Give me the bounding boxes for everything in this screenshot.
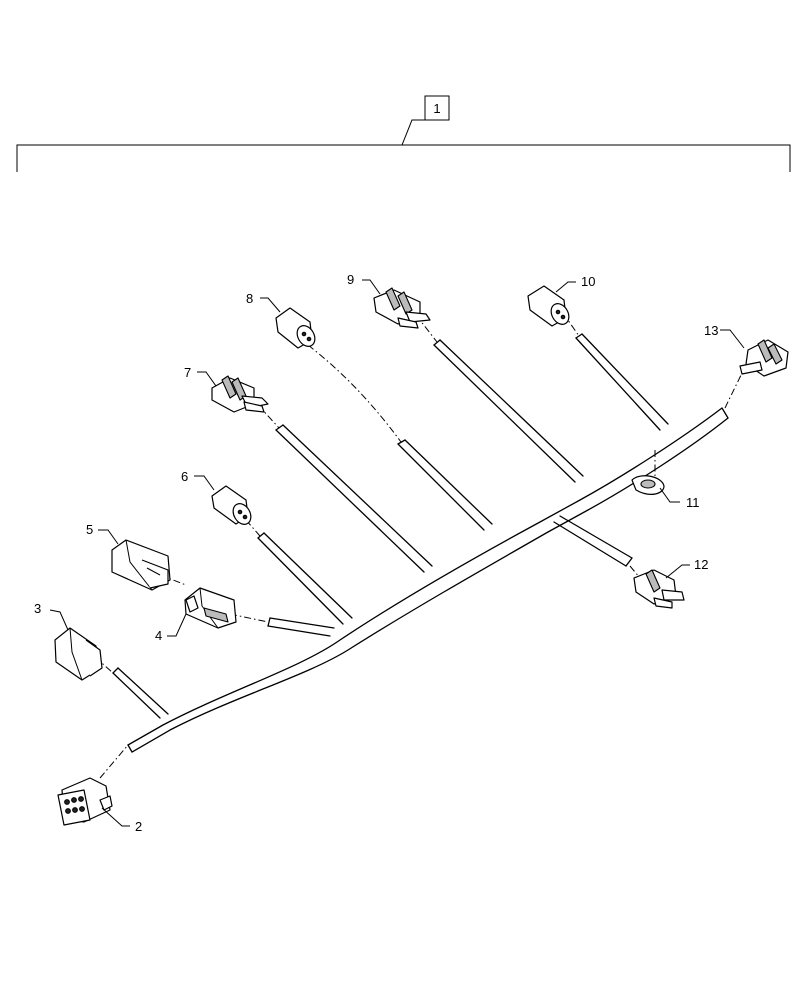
callout-2: 2 (135, 819, 142, 834)
callout-3: 3 (34, 601, 41, 616)
connector-4 (184, 587, 237, 629)
assembly-callout-label: 1 (433, 101, 440, 116)
connector-3 (54, 627, 103, 681)
connector-8 (275, 307, 316, 349)
callout-10: 10 (581, 274, 595, 289)
callout-9: 9 (347, 272, 354, 287)
connector-2 (57, 777, 113, 826)
callout-8: 8 (246, 291, 253, 306)
callout-5: 5 (86, 522, 93, 537)
assembly-lines (94, 312, 743, 779)
clip-11 (631, 475, 665, 495)
connector-5 (111, 539, 171, 591)
connector-13 (739, 339, 789, 377)
callout-13: 13 (704, 323, 718, 338)
connector-12 (633, 569, 685, 609)
connector-9 (373, 287, 431, 329)
callout-leaders (49, 279, 745, 827)
callout-7: 7 (184, 365, 191, 380)
connector-6 (211, 485, 252, 525)
assembly-callout-box (424, 95, 450, 121)
connector-10 (527, 285, 570, 327)
assembly-bracket: 1 (16, 95, 791, 172)
callout-12: 12 (694, 557, 708, 572)
callout-6: 6 (181, 469, 188, 484)
callout-4: 4 (155, 628, 162, 643)
harness-trunk (112, 333, 729, 753)
callout-11: 11 (686, 495, 700, 510)
callout-labels: 2 3 4 5 6 7 8 9 10 13 11 12 (34, 272, 718, 834)
connector-7 (211, 375, 269, 413)
